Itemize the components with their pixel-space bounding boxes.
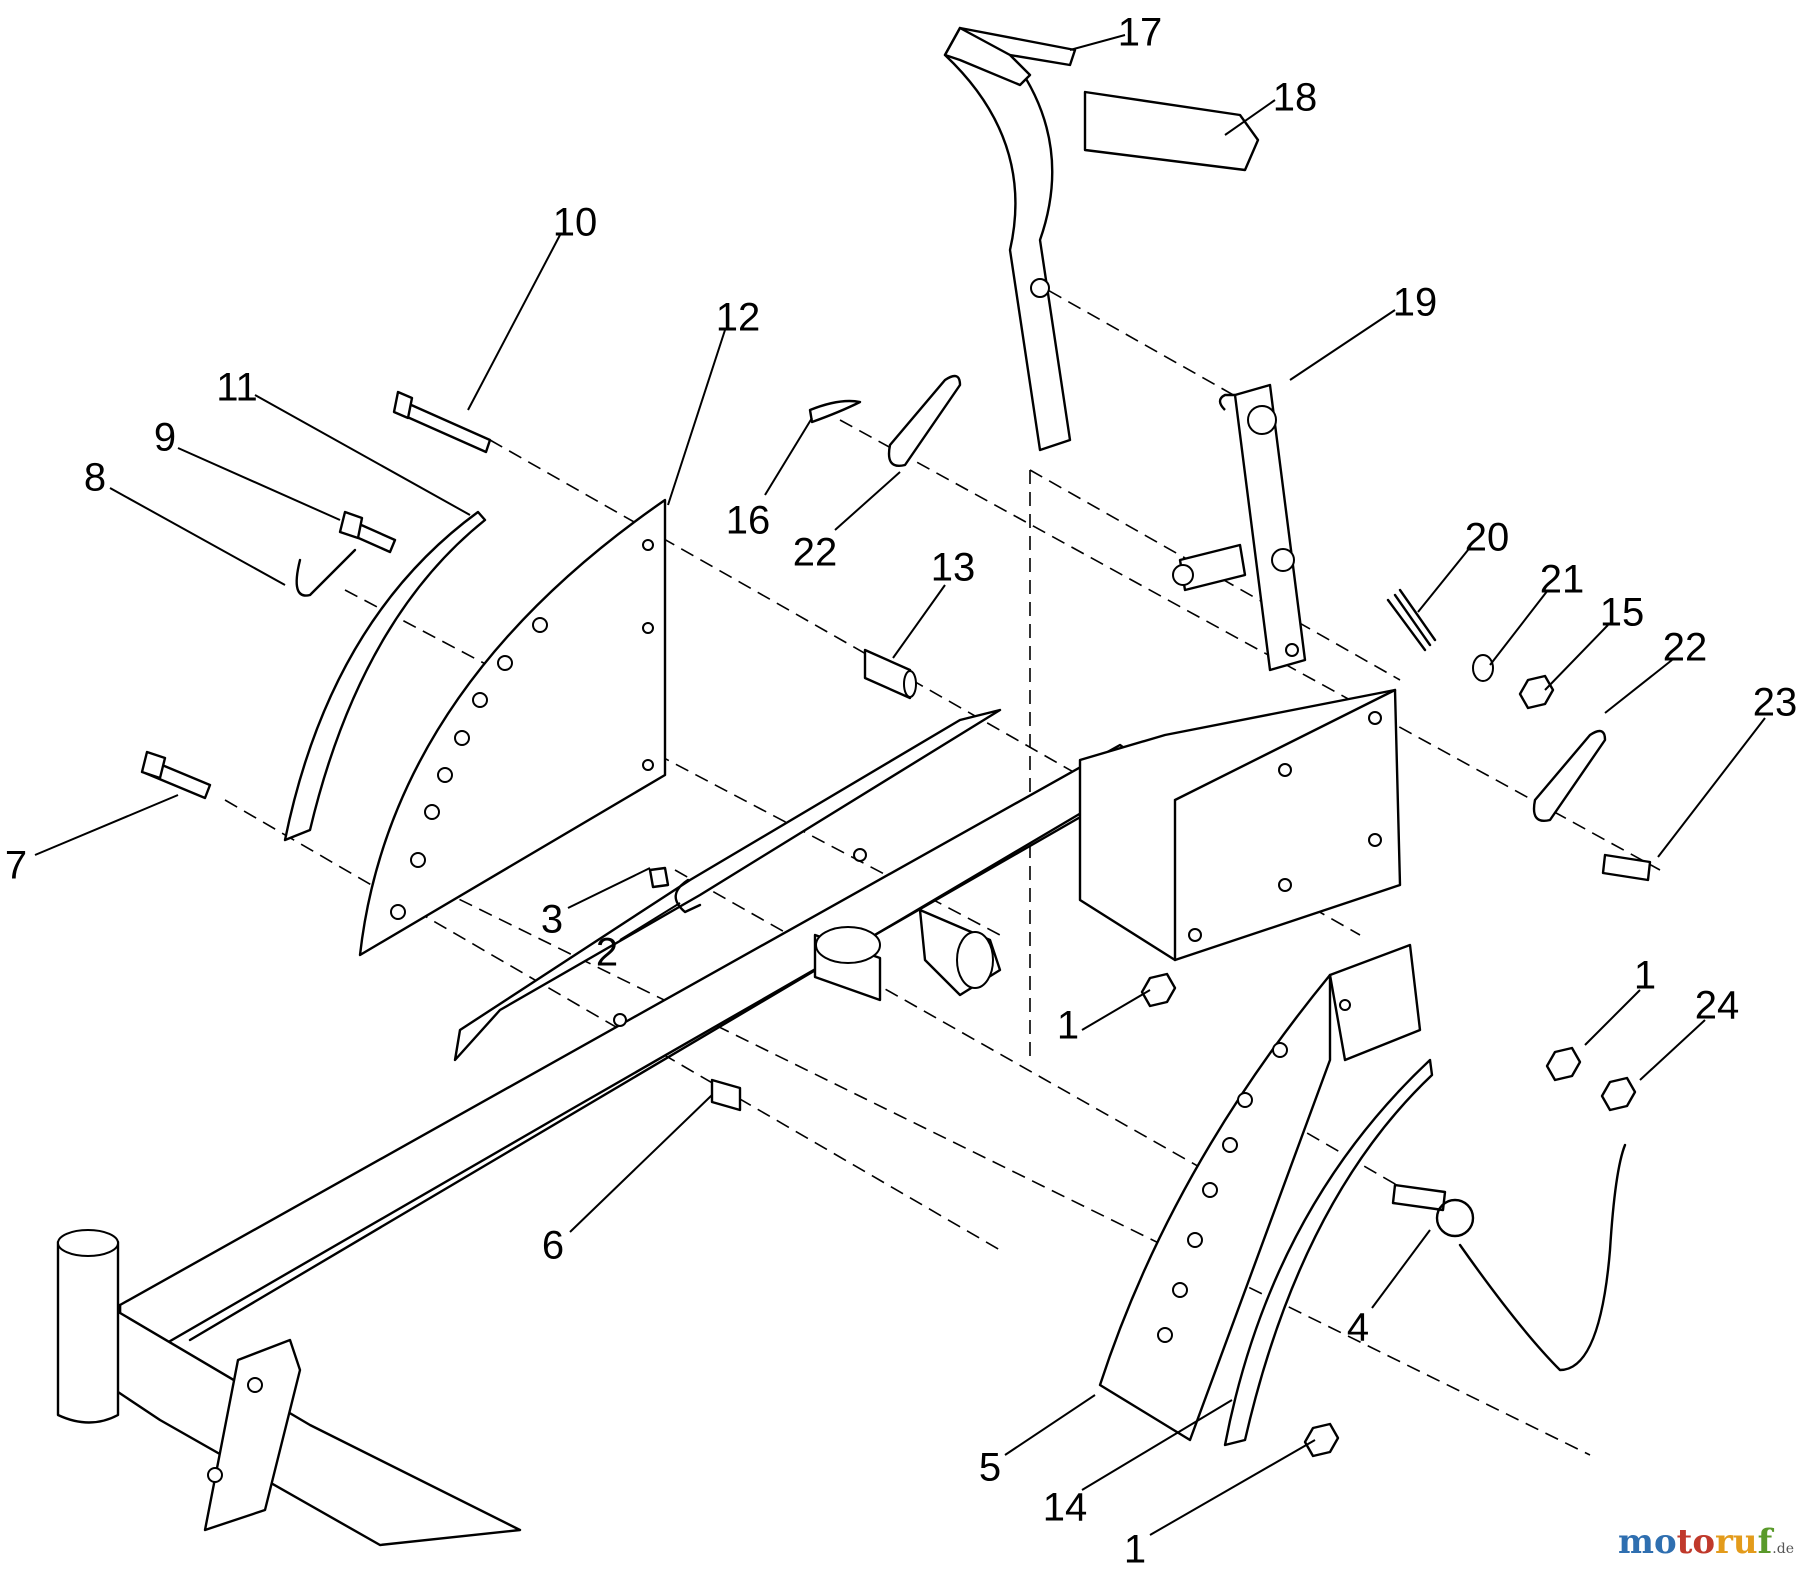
right-quadrant-plate (1098, 943, 1422, 1442)
callout-leader-2 (619, 902, 681, 941)
callout-leader-9 (177, 447, 341, 521)
callout-leader-20 (1417, 549, 1469, 613)
callout-number-1: 1 (1634, 954, 1656, 998)
callout-leader-5 (1004, 1394, 1096, 1456)
watermark-tld: .de (1772, 1541, 1794, 1557)
left-quadrant-plate (358, 498, 667, 957)
right-curved-strip (1223, 1058, 1434, 1447)
callout-leader-19 (1289, 309, 1396, 381)
callout-leader-16 (764, 417, 813, 496)
callout-number-23: 23 (1753, 681, 1798, 725)
callout-number-22: 22 (1663, 626, 1708, 670)
callout-number-18: 18 (1273, 76, 1318, 120)
callout-leader-24 (1639, 1019, 1706, 1081)
watermark-part-d: f (1757, 1522, 1773, 1562)
callout-number-14: 14 (1043, 1486, 1088, 1530)
callout-leader-18 (1224, 99, 1276, 136)
callout-number-13: 13 (931, 546, 976, 590)
callout-leader-14 (1081, 1399, 1233, 1491)
callout-number-9: 9 (154, 416, 176, 460)
callout-number-5: 5 (979, 1446, 1001, 1490)
frame-drawbar (56, 708, 1142, 1547)
callout-number-20: 20 (1465, 516, 1510, 560)
callout-number-2: 2 (596, 931, 618, 975)
callout-number-24: 24 (1695, 984, 1740, 1028)
callout-number-7: 7 (5, 844, 27, 888)
callout-leader-8 (109, 487, 286, 586)
callout-number-3: 3 (541, 898, 563, 942)
callout-number-4: 4 (1347, 1306, 1369, 1350)
callout-leader-1 (1081, 989, 1151, 1031)
watermark-part-a: mo (1617, 1522, 1677, 1562)
callout-number-10: 10 (553, 201, 598, 245)
callout-number-17: 17 (1118, 11, 1163, 55)
callout-leader-7 (34, 794, 179, 856)
callout-number-21: 21 (1540, 558, 1585, 602)
callout-leader-23 (1657, 717, 1766, 858)
watermark-logo: motoruf.de (1618, 1522, 1794, 1562)
callout-number-11: 11 (216, 366, 258, 410)
callout-leader-11 (254, 394, 471, 516)
handle-lever (943, 26, 1307, 672)
callout-leader-22 (834, 471, 901, 531)
callout-leader-12 (667, 329, 726, 506)
callout-leader-6 (569, 1094, 713, 1233)
callout-number-22: 22 (793, 531, 838, 575)
watermark-part-b: to (1676, 1522, 1716, 1562)
callout-number-12: 12 (716, 296, 761, 340)
callout-leader-4 (1371, 1229, 1431, 1309)
callout-leader-15 (1544, 624, 1609, 691)
callout-leader-21 (1489, 589, 1549, 666)
callout-number-8: 8 (84, 456, 106, 500)
callout-number-1: 1 (1057, 1004, 1079, 1048)
mount-bracket (1078, 688, 1402, 962)
callout-leader-10 (467, 234, 561, 411)
left-curved-strip (283, 510, 487, 842)
callout-number-16: 16 (726, 499, 771, 543)
callout-number-15: 15 (1600, 591, 1645, 635)
callout-leader-3 (567, 867, 651, 909)
callout-number-1: 1 (1124, 1528, 1146, 1572)
callout-leader-1 (1584, 989, 1641, 1046)
callout-number-6: 6 (542, 1224, 564, 1268)
callout-leader-17 (1069, 34, 1126, 51)
watermark-part-c: ru (1715, 1522, 1758, 1562)
callout-number-19: 19 (1393, 281, 1438, 325)
callout-leader-22 (1604, 659, 1673, 714)
small-hardware (140, 374, 1652, 1458)
callout-leader-13 (892, 584, 946, 659)
callout-leader-1 (1149, 1439, 1316, 1536)
